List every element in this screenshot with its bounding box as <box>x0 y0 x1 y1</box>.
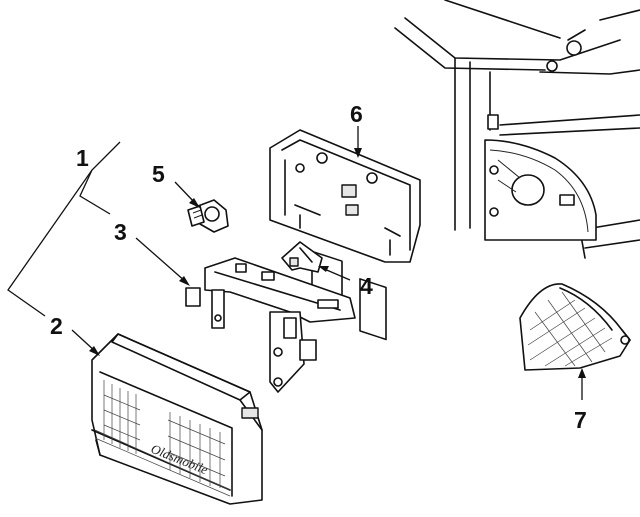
callout-7: 7 <box>574 407 587 433</box>
headlamp-lens-2: Oldsmobile <box>91 333 263 505</box>
adjuster-bracket-3 <box>185 257 356 393</box>
callout-3: 3 <box>114 219 127 245</box>
leader-lines <box>7 126 586 400</box>
callout-2: 2 <box>50 313 63 339</box>
clip-4 <box>281 241 323 273</box>
callout-6: 6 <box>350 101 363 127</box>
callout-5: 5 <box>152 161 165 187</box>
bulb-5 <box>187 199 229 233</box>
side-marker-housing <box>484 139 597 241</box>
callout-1: 1 <box>76 145 89 171</box>
side-marker-lamp-7 <box>519 283 631 371</box>
vehicle-front-structure <box>394 0 640 259</box>
callout-labels: 1 2 3 4 5 6 7 <box>50 101 587 433</box>
callout-4: 4 <box>360 273 373 299</box>
